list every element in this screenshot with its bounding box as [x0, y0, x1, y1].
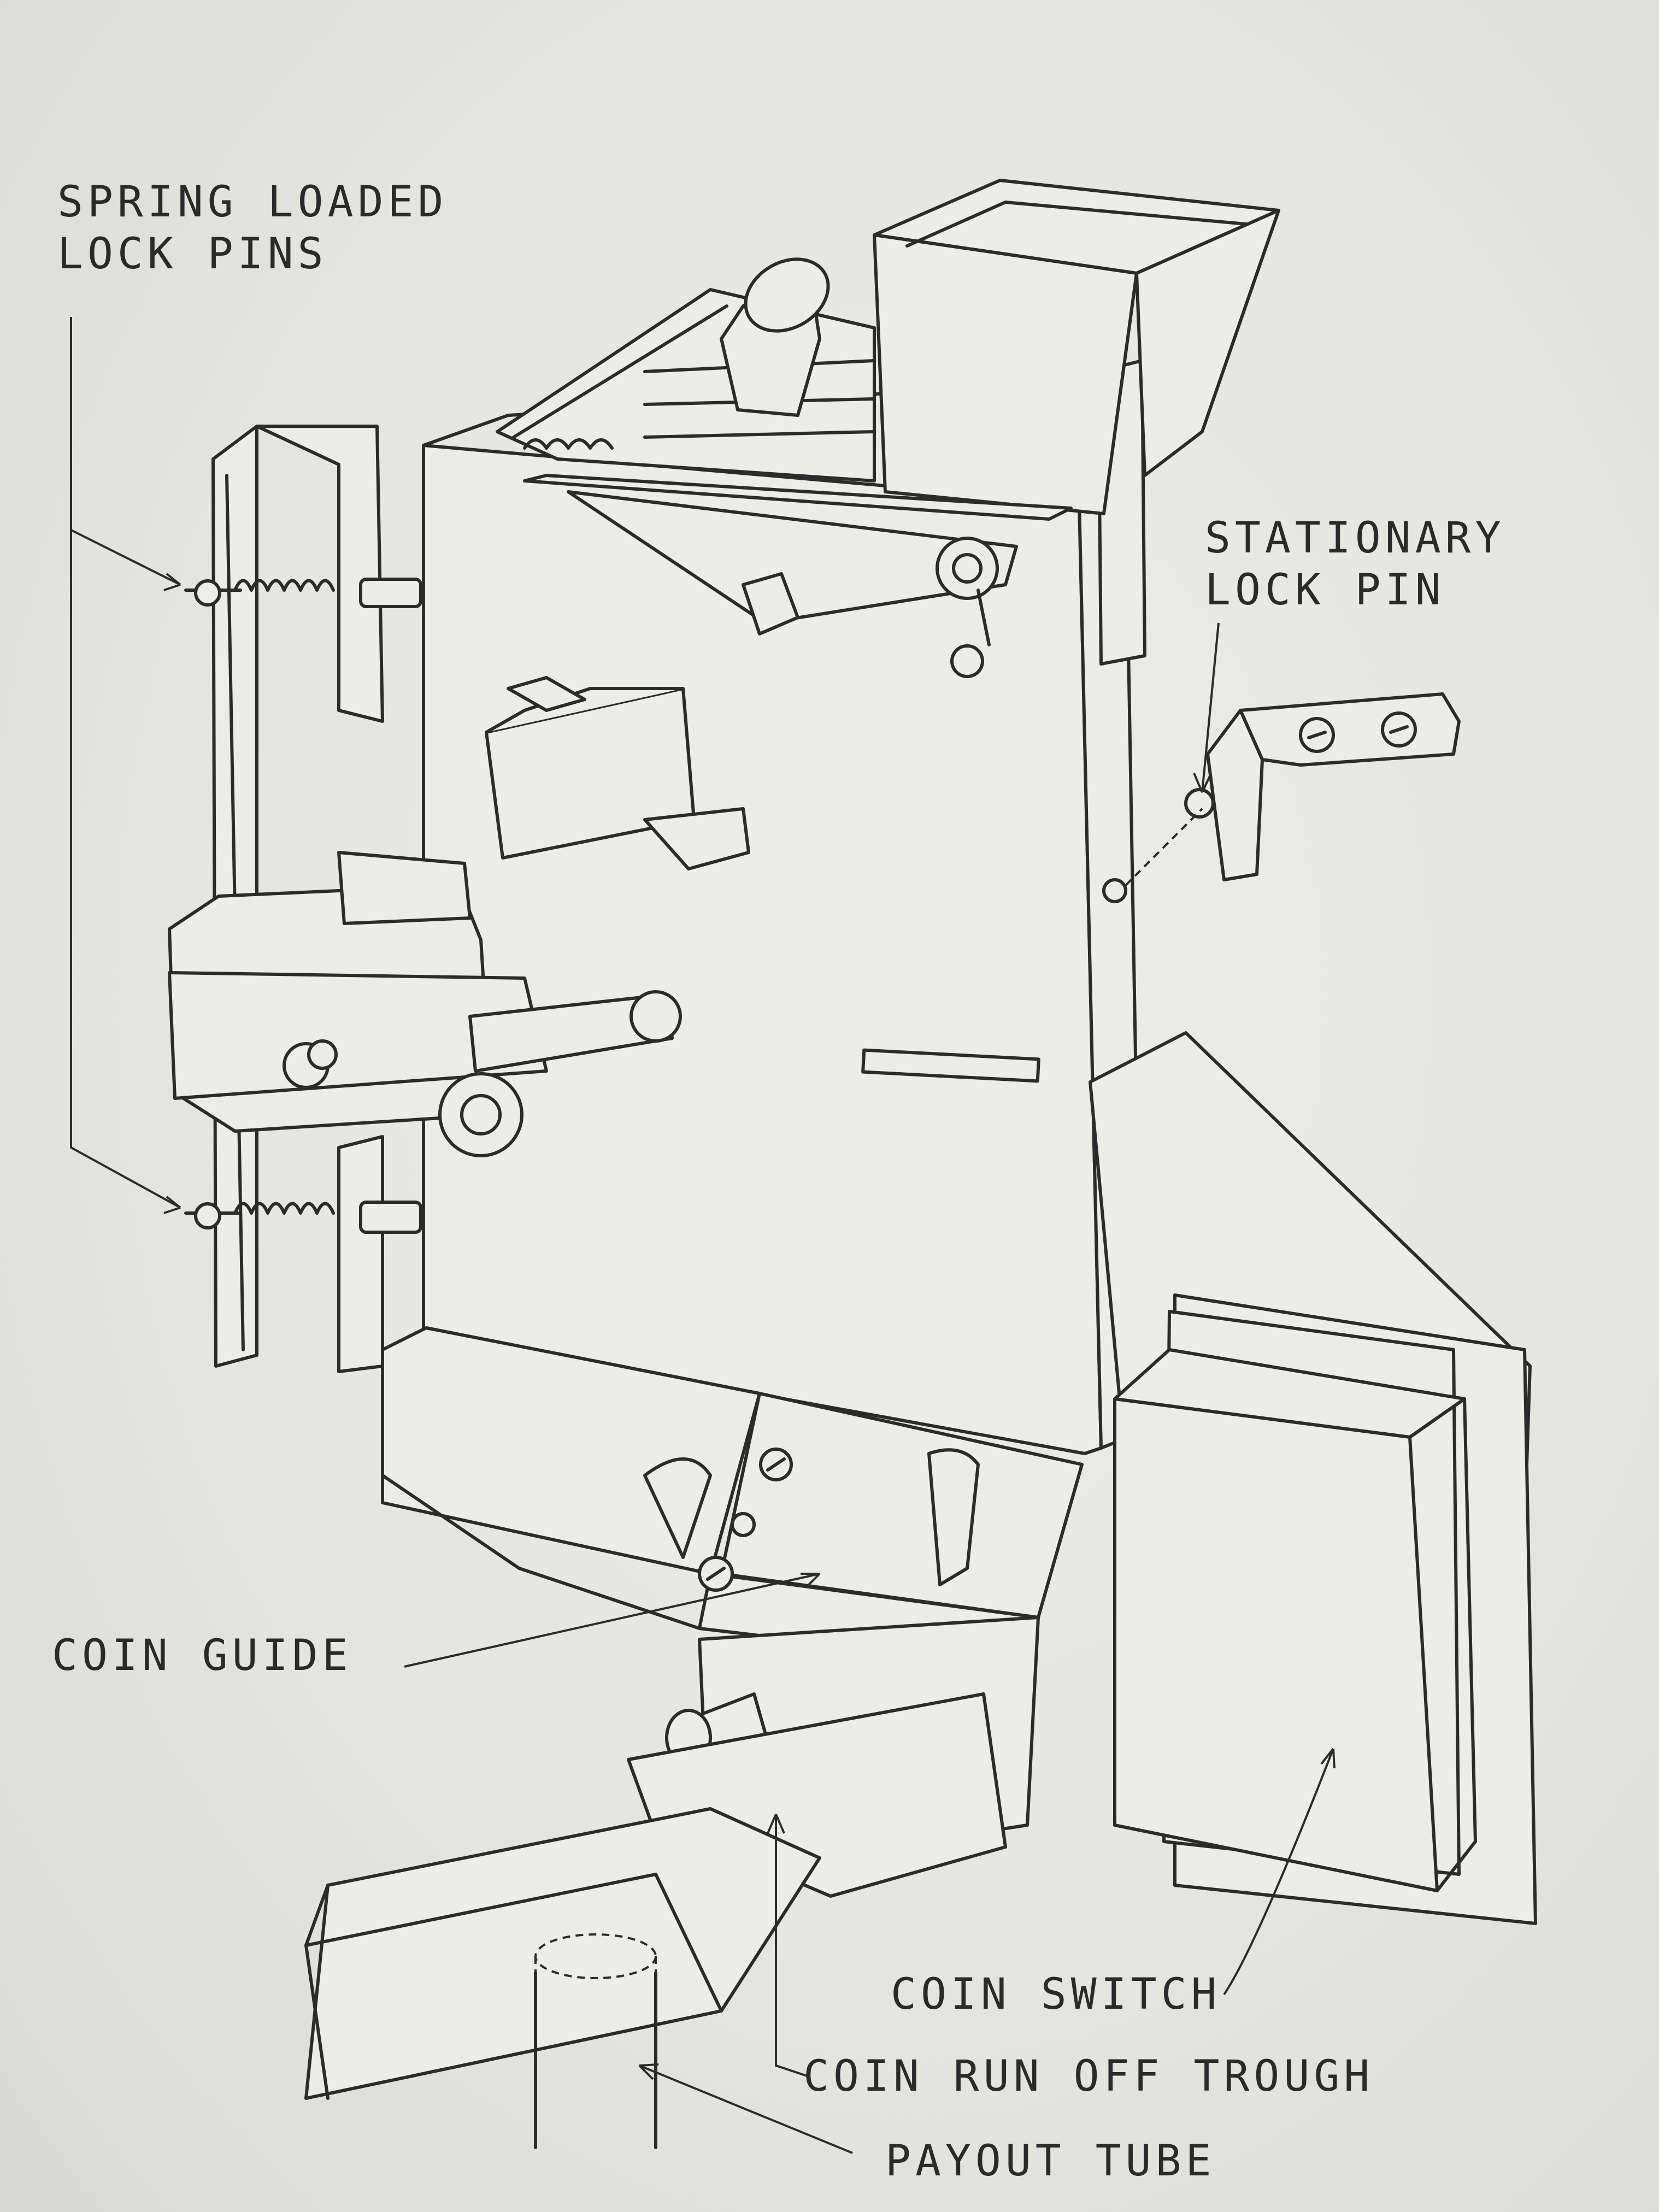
label-stationary-line2: LOCK PIN	[1205, 566, 1445, 615]
label-spring-loaded-line2: LOCK PINS	[57, 230, 328, 279]
label-coin-guide: COIN GUIDE	[52, 1631, 352, 1680]
payout-tube	[534, 1933, 657, 2149]
coin-switch-box	[1089, 1031, 1537, 1925]
coin-hopper	[496, 179, 1280, 678]
label-coin-run-off-trough: COIN RUN OFF TROUGH	[803, 2052, 1374, 2101]
label-stationary-line1: STATIONARY	[1205, 514, 1505, 563]
leader-lines	[70, 317, 1336, 2154]
center-bracket	[485, 676, 750, 870]
label-payout-tube: PAYOUT TUBE	[885, 2137, 1216, 2186]
coin-receiver	[168, 851, 682, 1157]
coin-guide-assembly	[381, 1326, 1084, 1668]
stationary-lock-bracket	[1125, 692, 1461, 886]
coin-run-off-trough	[304, 1616, 1040, 2100]
label-spring-loaded-line1: SPRING LOADED	[57, 178, 448, 227]
label-coin-switch: COIN SWITCH	[891, 1970, 1221, 2019]
